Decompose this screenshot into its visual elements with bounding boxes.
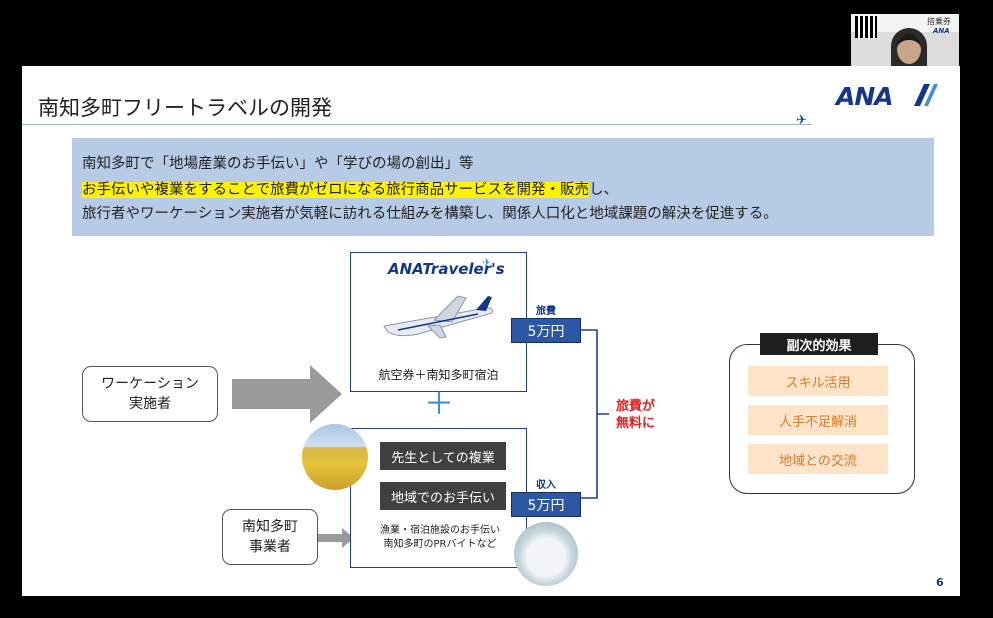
thumbnail-header xyxy=(851,14,959,32)
travel-free-text: 旅費が 無料に xyxy=(616,399,656,431)
bracket-connector xyxy=(581,329,609,499)
title-divider xyxy=(22,124,812,125)
whitebait-dish-photo xyxy=(514,522,578,586)
summary-line-1: 南知多町で「地場産業のお手伝い」や「学びの場の創出」等 xyxy=(82,156,474,172)
flight-package-caption: 航空券＋南知多町宿泊 xyxy=(378,368,499,382)
ana-logo-stripes-icon xyxy=(914,84,938,106)
side-effect-labor-shortage: 人手不足解消 xyxy=(748,405,888,435)
income-value: 5万円 xyxy=(511,492,581,517)
summary-line-2-tail: し、 xyxy=(589,182,619,198)
teacher-side-job-label: 先生としての複業 xyxy=(380,442,506,470)
summary-panel: 南知多町で「地場産業のお手伝い」や「学びの場の創出」等 お手伝いや複業をすること… xyxy=(72,138,934,236)
summary-line-3: 旅行者やワーケーション実施者が気軽に訪れる仕組みを構築し、関係人口化と地域課題の… xyxy=(82,206,778,222)
ana-logo: ANA xyxy=(836,82,894,111)
small-airplane-icon: ✈ xyxy=(796,113,807,128)
side-effects-title: 副次的効果 xyxy=(760,333,878,355)
presenter-face xyxy=(897,34,921,64)
travelers-plane-icon: ✈ xyxy=(482,256,492,269)
travel-cost-label: 旅費 xyxy=(536,306,556,317)
ana-travelers-logo: ANATraveler's xyxy=(388,260,505,278)
income-label: 収入 xyxy=(536,480,556,491)
local-work-caption: 漁業・宿泊施設のお手伝い 南知多町のPRバイトなど xyxy=(380,525,500,550)
rapeseed-field-photo xyxy=(302,424,368,490)
page-number: 6 xyxy=(936,576,944,589)
large-right-arrow-icon xyxy=(232,365,342,423)
local-business-box: 南知多町 事業者 xyxy=(222,509,318,565)
local-help-label: 地域でのお手伝い xyxy=(380,482,506,510)
thumbnail-ana-mark: ANA xyxy=(933,27,950,35)
summary-line-2: お手伝いや複業をすることで旅費がゼロになる旅行商品サービスを開発・販売し、 xyxy=(82,178,618,199)
airplane-image xyxy=(383,295,493,339)
slide-title: 南知多町フリートラベルの開発 xyxy=(38,96,332,120)
side-effect-skill: スキル活用 xyxy=(748,366,888,396)
plus-sign: ＋ xyxy=(424,387,454,422)
workation-participant-box: ワーケーション 実施者 xyxy=(82,366,218,422)
thumbnail-header-text: 搭乗券 xyxy=(927,17,951,26)
qr-code-icon xyxy=(855,16,877,38)
travel-cost-value: 5万円 xyxy=(511,318,581,343)
side-effect-community: 地域との交流 xyxy=(748,444,888,474)
small-right-arrow-icon xyxy=(318,528,354,548)
summary-highlight: お手伝いや複業をすることで旅費がゼロになる旅行商品サービスを開発・販売 xyxy=(82,182,590,198)
